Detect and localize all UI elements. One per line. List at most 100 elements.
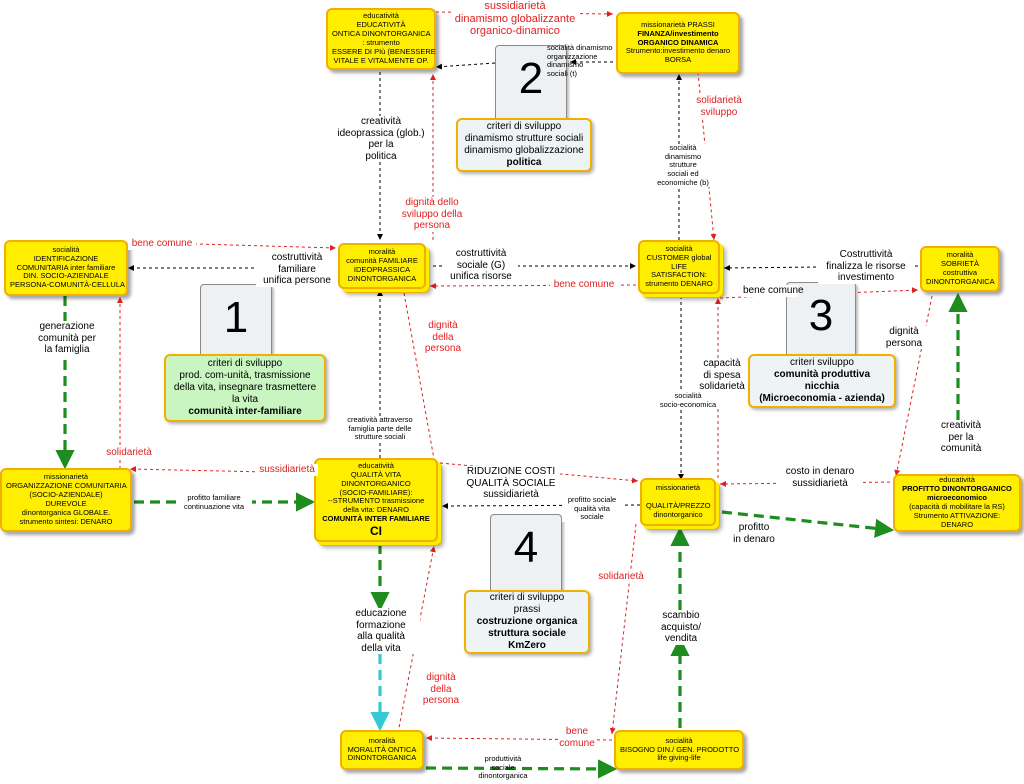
text-line: per la [948, 431, 974, 443]
text-line: comunità per [38, 332, 96, 344]
text-line: acquisto/ [660, 621, 702, 633]
text-line: dinamismo globalizzante [454, 12, 576, 25]
text-line: sviluppo della [401, 208, 463, 220]
text-line: costruttiva [942, 268, 978, 277]
text-line: dinamismo [664, 151, 702, 161]
text-line: COMUNITÀ INTER FAMILIARE [322, 514, 430, 524]
text-line: dinontorganico [653, 509, 703, 519]
text-line: bene comune [553, 279, 615, 290]
text-line: dignità dello [405, 197, 459, 208]
text-line: profitto familiare [187, 493, 241, 502]
text-line: dinontorganica GLOBALE. [21, 507, 111, 517]
text-line: missionarietà [655, 483, 701, 493]
text-line: strumento DENARO [645, 279, 713, 289]
text-line: della vita [361, 642, 401, 654]
text-line: organizzazione [547, 51, 598, 61]
text-line: comune [559, 737, 595, 749]
text-line: dinamismo [547, 60, 584, 70]
label-bene-comune-2: bene comune [550, 279, 618, 291]
text-line: sociali ed [667, 168, 699, 178]
text-line: creatività [360, 116, 401, 127]
text-line: della vita, insegnare trasmettere [173, 382, 317, 393]
text-line: PERSONA-COMUNITÀ-CELLULA [10, 280, 126, 290]
text-line: solidarietà [598, 571, 644, 582]
text-line: DINONTORGANICA [347, 753, 417, 763]
text-line: nicchia [804, 381, 840, 392]
text-line: (Microeconomia - azienda) [759, 393, 885, 404]
text-line: socialità dinamismo [547, 43, 613, 52]
text-line: ORGANICO DINAMICA [637, 37, 719, 47]
text-line: IDENTIFICAZIONE [33, 253, 99, 263]
text-line: persona [422, 695, 460, 706]
text-line: RIDUZIONE COSTI [466, 466, 556, 477]
text-line: persona [424, 343, 462, 354]
text-line: educatività [358, 460, 394, 470]
text-line: capacità [703, 358, 741, 369]
text-line: sociali (t) [547, 68, 578, 78]
text-line: costo in denaro [785, 466, 855, 477]
text-line: dignità [428, 320, 458, 331]
text-line: generazione [39, 321, 95, 332]
text-line: (SOCIO-FAMILIARE): [339, 487, 413, 497]
text-line: struttura sociale [488, 628, 566, 639]
text-line: moralità [368, 735, 396, 745]
text-line: bene comune [743, 285, 804, 296]
text-line: FINANZA/investimento [637, 28, 719, 38]
text-line: costruttività [271, 252, 323, 263]
text-line: ESSERE DI PIù (BENESSERE [332, 46, 436, 56]
text-line: scambio [662, 610, 700, 621]
text-line: per la [368, 139, 394, 150]
text-line: comunità FAMILIARE [346, 256, 418, 266]
text-line: della [430, 683, 452, 695]
text-line: profitto [738, 522, 770, 533]
text-line: creatività [940, 420, 981, 431]
text-line: KmZero [508, 640, 546, 651]
text-line: bene [565, 726, 589, 737]
text-line: dignità [426, 672, 456, 683]
text-line: unifica risorse [450, 271, 512, 282]
text-line: DENARO [940, 519, 974, 529]
text-line: educatività [363, 11, 399, 21]
text-line: prassi [513, 604, 541, 615]
text-line: CI [370, 523, 382, 538]
text-line: (SOCIO-AZIENDALE) [29, 490, 103, 500]
text-line: --STRUMENTO trasmissione [327, 496, 425, 506]
text-line: comunità produttiva [773, 369, 871, 380]
text-line: socialità [665, 735, 693, 745]
text-line: LIFE [671, 261, 687, 271]
text-line: qualità vita [574, 503, 610, 513]
text-line: ideoprassica (glob.) [337, 127, 425, 139]
text-line: sociale [491, 762, 515, 772]
text-line: famiglia parte delle [348, 423, 412, 433]
text-line: politica [365, 150, 397, 162]
text-line: moralità [368, 247, 396, 257]
text-line: DIN. SOCIO-AZIENDALE [23, 271, 109, 281]
text-line: educazione [355, 608, 407, 619]
text-line: ORGANIZZAZIONE COMUNITARIA [6, 481, 127, 491]
text-line: comunità inter-familiare [188, 406, 302, 417]
text-line: life giving-life [657, 753, 701, 763]
